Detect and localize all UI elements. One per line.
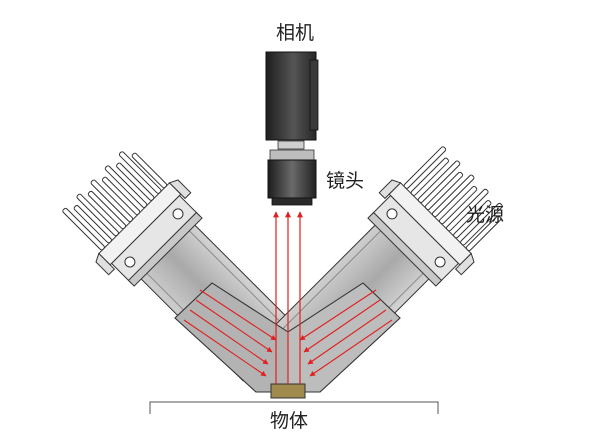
object-label: 物体	[270, 410, 309, 432]
incident-rays-right	[299, 289, 393, 377]
object-sample	[270, 383, 306, 399]
light-source-label: 光源	[466, 204, 505, 226]
incident-rays-left	[183, 289, 277, 377]
lens-label: 镜头	[326, 170, 365, 192]
reflected-rays	[273, 211, 303, 384]
camera	[265, 51, 319, 150]
object-table-outline	[149, 401, 439, 414]
lens	[267, 149, 317, 206]
camera-label: 相机	[276, 22, 315, 44]
